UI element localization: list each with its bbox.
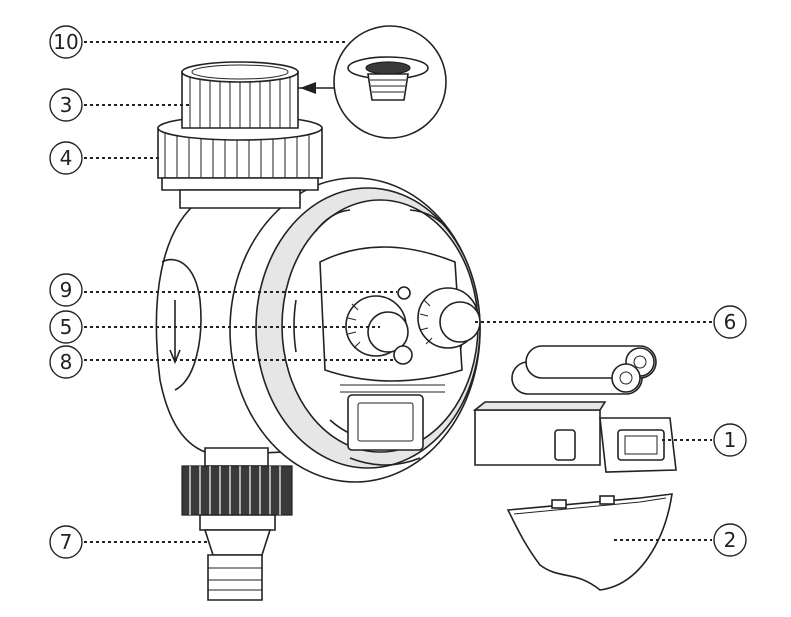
- callout-9: 9: [49, 273, 83, 307]
- leader-lines: [84, 41, 712, 543]
- callout-7: 7: [49, 525, 83, 559]
- button-8: [393, 345, 413, 365]
- filter-screen: [298, 25, 447, 139]
- callout-2: 2: [713, 523, 747, 557]
- batteries: [511, 345, 657, 395]
- top-connector: [157, 61, 323, 209]
- callout-4: 4: [49, 141, 83, 175]
- callout-1: 1: [713, 423, 747, 457]
- bottom-connector: [181, 447, 293, 601]
- dial-5: [345, 295, 409, 357]
- callout-8: 8: [49, 345, 83, 379]
- callout-6-text: 6: [724, 310, 737, 334]
- callout-3: 3: [49, 88, 83, 122]
- led-9: [397, 286, 411, 300]
- callout-10-text: 10: [53, 30, 78, 54]
- callout-5: 5: [49, 310, 83, 344]
- dial-6: [417, 287, 481, 349]
- callout-7-text: 7: [60, 530, 73, 554]
- callout-3-text: 3: [60, 93, 73, 117]
- callout-2-text: 2: [724, 528, 737, 552]
- battery-cover: [506, 493, 673, 591]
- callout-1-text: 1: [724, 428, 737, 452]
- callout-9-text: 9: [60, 278, 73, 302]
- callout-5-text: 5: [60, 315, 73, 339]
- callout-4-text: 4: [60, 146, 73, 170]
- callout-6: 6: [713, 305, 747, 339]
- callout-8-text: 8: [60, 350, 73, 374]
- callout-10: 10: [49, 25, 83, 59]
- battery-tray: [472, 401, 677, 473]
